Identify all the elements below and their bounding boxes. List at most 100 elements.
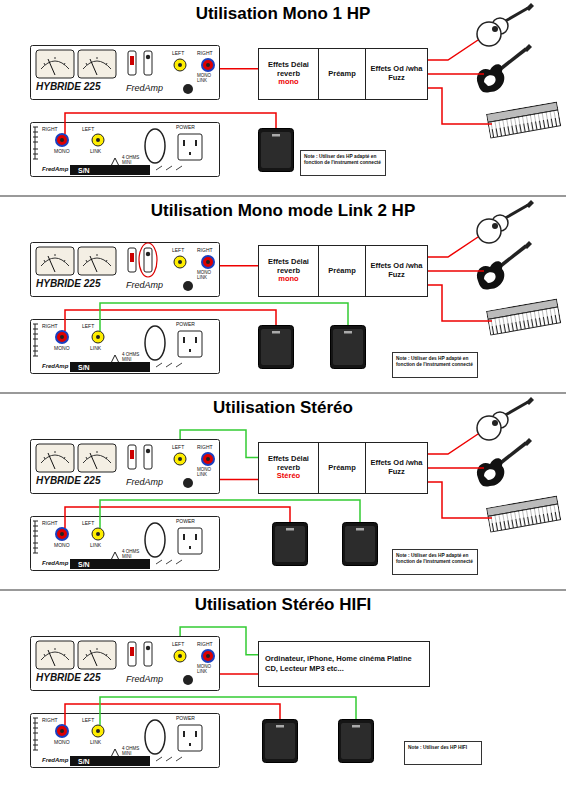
note-box: Note : Utiliser des HP adapté en fonctio…	[392, 549, 478, 575]
box-text: Préamp	[328, 464, 356, 473]
speaker	[259, 129, 294, 172]
wire-connector	[220, 265, 258, 267]
panel-label: RIGHT	[42, 324, 58, 329]
amp-front-panel: LEFTRIGHTMONO LINKHYBRIDE 225FredAmp	[30, 242, 220, 297]
panel-label: LEFT	[82, 718, 94, 723]
note-box: Note : Utiliser des HP HIFI	[404, 741, 482, 765]
panel-label: FredAmp	[42, 560, 68, 566]
wire	[428, 40, 478, 60]
guitar	[477, 397, 534, 440]
wire	[428, 88, 492, 124]
panel-label: HYBRIDE 225	[36, 673, 100, 683]
section-title: Utilisation Mono mode Link 2 HP	[0, 201, 566, 221]
panel-label: FredAmp	[126, 675, 163, 684]
panel-label: S/N	[78, 758, 90, 765]
panel-label: FredAmp	[42, 166, 68, 172]
panel-label: POWER	[176, 322, 195, 327]
divider	[0, 589, 566, 591]
panel-label: RIGHT	[42, 521, 58, 526]
box-text: Note : Utiliser des HP HIFI	[408, 745, 478, 751]
bass	[477, 44, 532, 93]
panel-label: 4 OHMS MINI	[122, 550, 142, 560]
panel-label: POWER	[176, 716, 195, 721]
section-title: Utilisation Stéréo HIFI	[0, 595, 566, 615]
back-panel	[31, 714, 220, 768]
panel-label: FredAmp	[126, 84, 163, 93]
box-text: mono	[278, 78, 298, 87]
panel-label: MONO LINK	[197, 74, 215, 84]
panel-label: LINK	[90, 740, 101, 745]
speaker	[339, 720, 374, 763]
wire	[100, 697, 356, 725]
effects-section: Préamp	[318, 245, 366, 297]
panel-label: LINK	[90, 346, 101, 351]
wire	[65, 113, 276, 134]
speaker	[259, 326, 294, 369]
wire	[65, 507, 290, 528]
box-text: Note : Utiliser des HP adapté en fonctio…	[396, 553, 474, 565]
panel-label: FredAmp	[126, 478, 163, 487]
divider	[0, 195, 566, 197]
panel-label: POWER	[176, 519, 195, 524]
box-text: Effets Od /wha Fuzz	[369, 65, 424, 82]
amp-front-panel: LEFT RIGHT MONO LINK HYBRIDE 225 FredAmp	[30, 45, 220, 100]
effects-section: Effets Od /wha Fuzz	[365, 48, 428, 100]
panel-label: MONO	[54, 346, 70, 351]
effects-section: Préamp	[318, 48, 366, 100]
panel-label: LEFT	[172, 248, 184, 253]
panel-label: LEFT	[172, 51, 184, 56]
wire-connector	[180, 430, 258, 458]
wire	[428, 73, 484, 75]
bass	[477, 241, 532, 290]
wire	[428, 467, 484, 469]
panel-label: S/N	[78, 167, 90, 174]
panel-label: RIGHT	[197, 445, 213, 450]
panel-label: MONO LINK	[197, 665, 215, 675]
panel-label: HYBRIDE 225	[36, 82, 100, 92]
wire	[65, 310, 276, 331]
box-text: Note : Utiliser des HP adapté en fonctio…	[304, 154, 382, 166]
panel-label: LINK	[90, 543, 101, 548]
panel-label: MONO	[54, 149, 70, 154]
panel-label: MONO LINK	[197, 468, 215, 478]
wire	[428, 434, 478, 454]
box-text: Note : Utiliser des HP adapté en fonctio…	[396, 356, 474, 368]
panel-label: POWER	[176, 125, 195, 130]
amp-back-panel: RIGHTMONOLEFTLINK4 OHMS MINIPOWERFredAmp…	[30, 122, 220, 177]
note-box: Note : Utiliser des HP adapté en fonctio…	[300, 150, 386, 176]
amp-back-panel: RIGHTMONOLEFTLINK4 OHMS MINIPOWERFredAmp…	[30, 713, 220, 768]
box-text: Effets Délai reverb	[262, 258, 315, 275]
wire	[428, 270, 484, 272]
panel-label: HYBRIDE 225	[36, 279, 100, 289]
box-text: Effets Od /wha Fuzz	[369, 262, 424, 279]
wire-connector	[180, 627, 258, 655]
panel-label: MONO LINK	[197, 271, 215, 281]
wire	[65, 704, 280, 725]
highlight-circle	[139, 243, 157, 277]
box-text: Effets Délai reverb	[262, 61, 315, 78]
front-panel	[31, 243, 220, 297]
amp-front-panel: LEFTRIGHTMONO LINKHYBRIDE 225FredAmp	[30, 439, 220, 494]
keyboard	[487, 102, 561, 138]
wire	[100, 500, 360, 528]
panel-label: RIGHT	[197, 642, 213, 647]
wire	[428, 482, 492, 518]
speaker	[263, 720, 298, 763]
wire	[100, 303, 348, 331]
box-text: Effets Délai reverb	[262, 455, 315, 472]
box-text: Effets Od /wha Fuzz	[369, 459, 424, 476]
panel-label: LEFT	[82, 324, 94, 329]
panel-label: RIGHT	[197, 51, 213, 56]
effects-section: Préamp	[318, 442, 366, 494]
effects-section: Effets Od /wha Fuzz	[365, 442, 428, 494]
panel-label: LEFT	[172, 642, 184, 647]
panel-label: 4 OHMS MINI	[122, 156, 142, 166]
amp-front-panel: LEFT RIGHT MONO LINK HYBRIDE 225 FredAmp	[30, 636, 220, 691]
box-text: Préamp	[328, 267, 356, 276]
instruments	[477, 3, 561, 532]
wire	[428, 237, 478, 257]
section-dividers	[0, 196, 566, 590]
box-text: mono	[278, 275, 298, 284]
back-panel	[31, 517, 220, 571]
